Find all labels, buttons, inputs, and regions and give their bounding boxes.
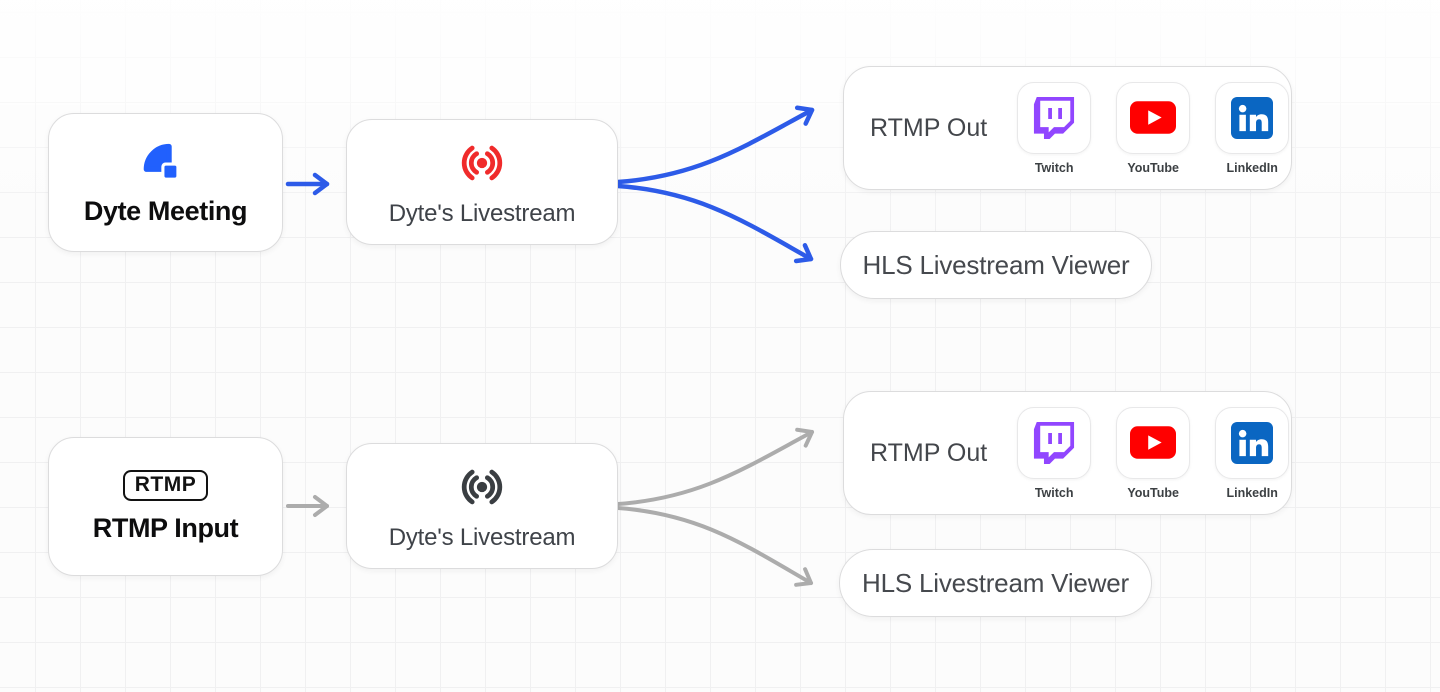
destination-label: Twitch	[1034, 485, 1074, 500]
youtube-icon	[1130, 101, 1177, 134]
destination-label: YouTube	[1127, 160, 1179, 175]
broadcast-live-icon	[449, 136, 515, 190]
node-rtmp-out: RTMP Out Twitch YouTube	[843, 66, 1292, 190]
destinations: Twitch YouTube	[1017, 81, 1290, 175]
destination-label: LinkedIn	[1226, 485, 1278, 500]
arrow-stream-to-rtmpout	[616, 427, 814, 506]
node-dyte-meeting: Dyte Meeting	[48, 113, 283, 252]
node-rtmp-out: RTMP Out Twitch YouTube	[843, 391, 1292, 515]
destination-twitch: Twitch	[1017, 81, 1092, 175]
destination-youtube: YouTube	[1116, 406, 1191, 500]
node-label: HLS Livestream Viewer	[862, 249, 1130, 280]
arrow-stream-to-hls	[615, 183, 814, 264]
destinations: Twitch YouTube	[1017, 406, 1290, 500]
node-label: Dyte's Livestream	[388, 200, 576, 227]
node-dytes-livestream: Dyte's Livestream	[346, 119, 618, 245]
node-hls-viewer: HLS Livestream Viewer	[839, 549, 1152, 617]
rtmp-out-label: RTMP Out	[870, 438, 988, 467]
arrow-stream-to-rtmpout	[615, 105, 815, 185]
twitch-icon	[1033, 421, 1075, 464]
rtmp-badge: RTMP	[122, 469, 209, 501]
rtmp-out-label: RTMP Out	[870, 113, 988, 142]
destination-linkedin: LinkedIn	[1215, 81, 1290, 175]
destination-label: LinkedIn	[1226, 160, 1278, 175]
twitch-icon	[1033, 96, 1075, 139]
broadcast-idle-icon	[449, 460, 515, 514]
destination-label: YouTube	[1127, 485, 1179, 500]
linkedin-icon	[1231, 421, 1274, 464]
node-rtmp-input: RTMP RTMP Input	[48, 437, 283, 576]
node-label: Dyte Meeting	[83, 196, 248, 226]
destination-youtube: YouTube	[1116, 81, 1191, 175]
destination-label: Twitch	[1034, 160, 1074, 175]
node-label: RTMP Input	[92, 512, 239, 543]
arrow-stream-to-hls	[616, 506, 813, 587]
linkedin-icon	[1231, 96, 1274, 139]
node-dytes-livestream: Dyte's Livestream	[346, 443, 618, 569]
node-label: Dyte's Livestream	[388, 524, 576, 551]
destination-linkedin: LinkedIn	[1215, 406, 1290, 500]
youtube-icon	[1130, 426, 1177, 459]
destination-twitch: Twitch	[1017, 406, 1092, 500]
dyte-logo-icon	[138, 138, 194, 184]
node-label: HLS Livestream Viewer	[862, 567, 1129, 598]
node-hls-viewer: HLS Livestream Viewer	[840, 231, 1152, 299]
